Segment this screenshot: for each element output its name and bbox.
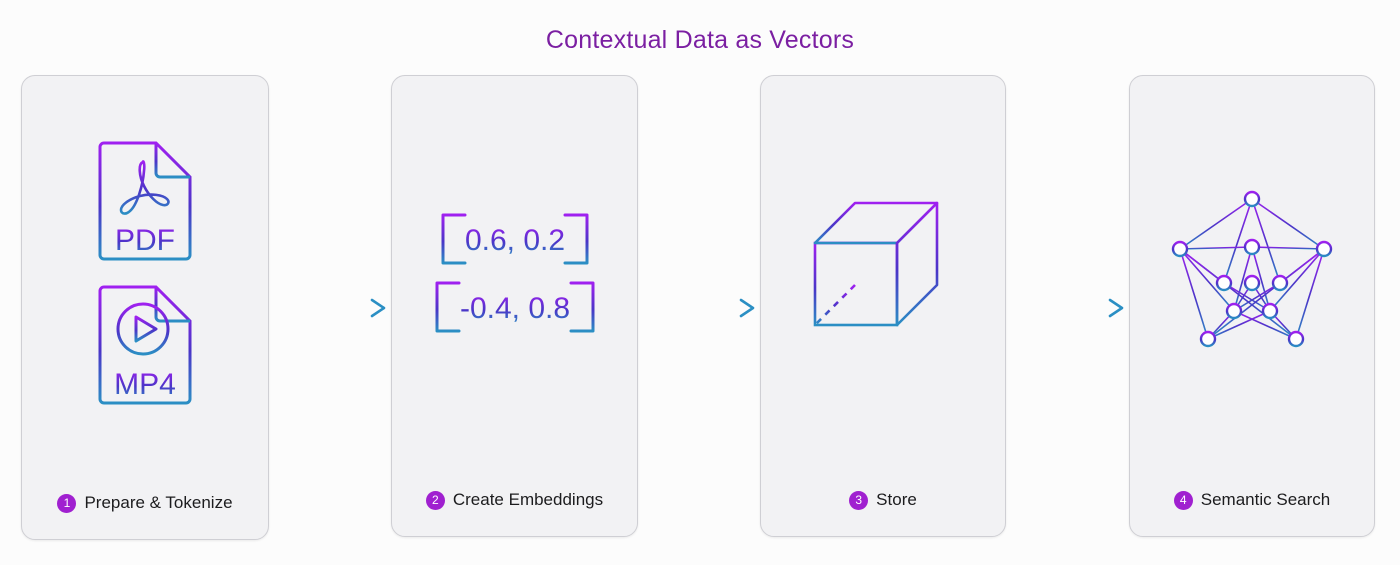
vector-value-1: 0.6, 0.2 [464, 224, 564, 257]
vector-bracket-1 [441, 213, 588, 265]
pdf-file-icon: PDF [98, 141, 192, 260]
step-text-1: Prepare & Tokenize [84, 493, 233, 512]
step-label-4: 4 Semantic Search [1130, 490, 1374, 510]
step-label-1: 1 Prepare & Tokenize [22, 493, 268, 513]
cube-icon [761, 76, 1005, 466]
step-text-3: Store [876, 490, 917, 509]
mp4-file-icon: MP4 [98, 285, 192, 404]
connector-arrow-3 [1015, 298, 1124, 318]
step-badge-3: 3 [849, 490, 869, 510]
step-card-store[interactable]: 3 Store [760, 75, 1006, 537]
vector-bracket-2 [435, 281, 594, 333]
svg-text:PDF: PDF [115, 224, 175, 257]
vector-value-2: -0.4, 0.8 [459, 292, 569, 325]
documents-icon: PDF MP4 [22, 76, 268, 469]
step-label-2: 2 Create Embeddings [392, 490, 637, 510]
step-badge-4: 4 [1173, 490, 1193, 510]
page-title: Contextual Data as Vectors [545, 26, 855, 54]
step-label-3: 3 Store [761, 490, 1005, 510]
graph-network-icon [1130, 76, 1374, 466]
step-badge-2: 2 [425, 490, 445, 510]
connector-arrow-2 [646, 298, 755, 318]
svg-text:MP4: MP4 [114, 368, 176, 401]
step-card-create-embeddings[interactable]: 0.6, 0.2 -0.4, 0.8 2 Create Embeddings [391, 75, 638, 537]
step-card-semantic-search[interactable]: 4 Semantic Search [1129, 75, 1375, 537]
step-text-4: Semantic Search [1200, 490, 1331, 509]
step-badge-1: 1 [57, 493, 77, 513]
step-text-2: Create Embeddings [452, 490, 604, 509]
step-card-prepare-tokenize[interactable]: PDF MP4 1 Prepare & Tokenize [21, 75, 269, 540]
connector-arrow-1 [277, 298, 386, 318]
vectors-icon: 0.6, 0.2 -0.4, 0.8 [392, 76, 637, 466]
